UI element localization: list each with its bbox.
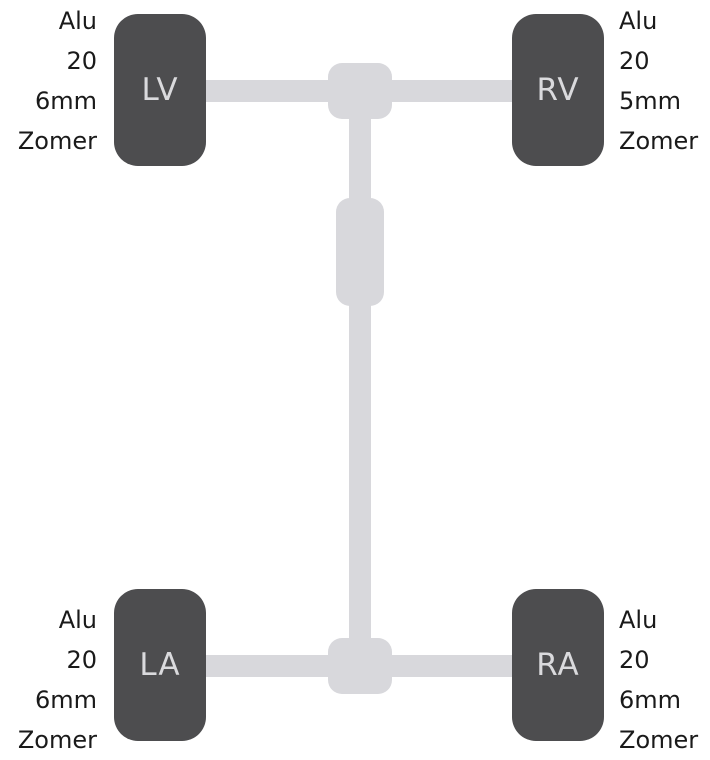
wheel-front-right[interactable]: RV — [512, 14, 604, 166]
front-differential — [328, 63, 392, 119]
tread-front-left: 6mm — [34, 87, 97, 115]
tread-front-right: 5mm — [619, 87, 682, 115]
size-rear-right: 20 — [619, 646, 650, 674]
season-front-right: Zomer — [619, 127, 699, 155]
season-rear-right: Zomer — [619, 726, 699, 754]
wheel-label-ra: RA — [536, 647, 580, 683]
wheel-front-left[interactable]: LV — [114, 14, 206, 166]
material-front-left: Alu — [58, 7, 97, 35]
specs-rear-left: Alu 20 6mm Zomer — [18, 600, 97, 760]
specs-front-right: Alu 20 5mm Zomer — [619, 1, 698, 161]
specs-front-left: Alu 20 6mm Zomer — [18, 1, 97, 161]
material-rear-left: Alu — [58, 606, 97, 634]
material-rear-right: Alu — [619, 606, 658, 634]
rear-differential — [328, 638, 392, 694]
wheel-label-la: LA — [139, 647, 181, 683]
wheel-label-rv: RV — [536, 72, 580, 108]
wheel-rear-left[interactable]: LA — [114, 589, 206, 741]
tread-rear-left: 6mm — [34, 686, 97, 714]
season-front-left: Zomer — [17, 127, 97, 155]
size-front-left: 20 — [66, 47, 97, 75]
size-rear-left: 20 — [66, 646, 97, 674]
material-front-right: Alu — [619, 7, 658, 35]
specs-rear-right: Alu 20 6mm Zomer — [619, 600, 698, 760]
wheel-label-lv: LV — [141, 72, 179, 108]
wheel-rear-right[interactable]: RA — [512, 589, 604, 741]
size-front-right: 20 — [619, 47, 650, 75]
season-rear-left: Zomer — [17, 726, 97, 754]
tread-rear-right: 6mm — [619, 686, 682, 714]
center-transmission — [336, 198, 384, 306]
drive-shaft — [349, 95, 371, 665]
